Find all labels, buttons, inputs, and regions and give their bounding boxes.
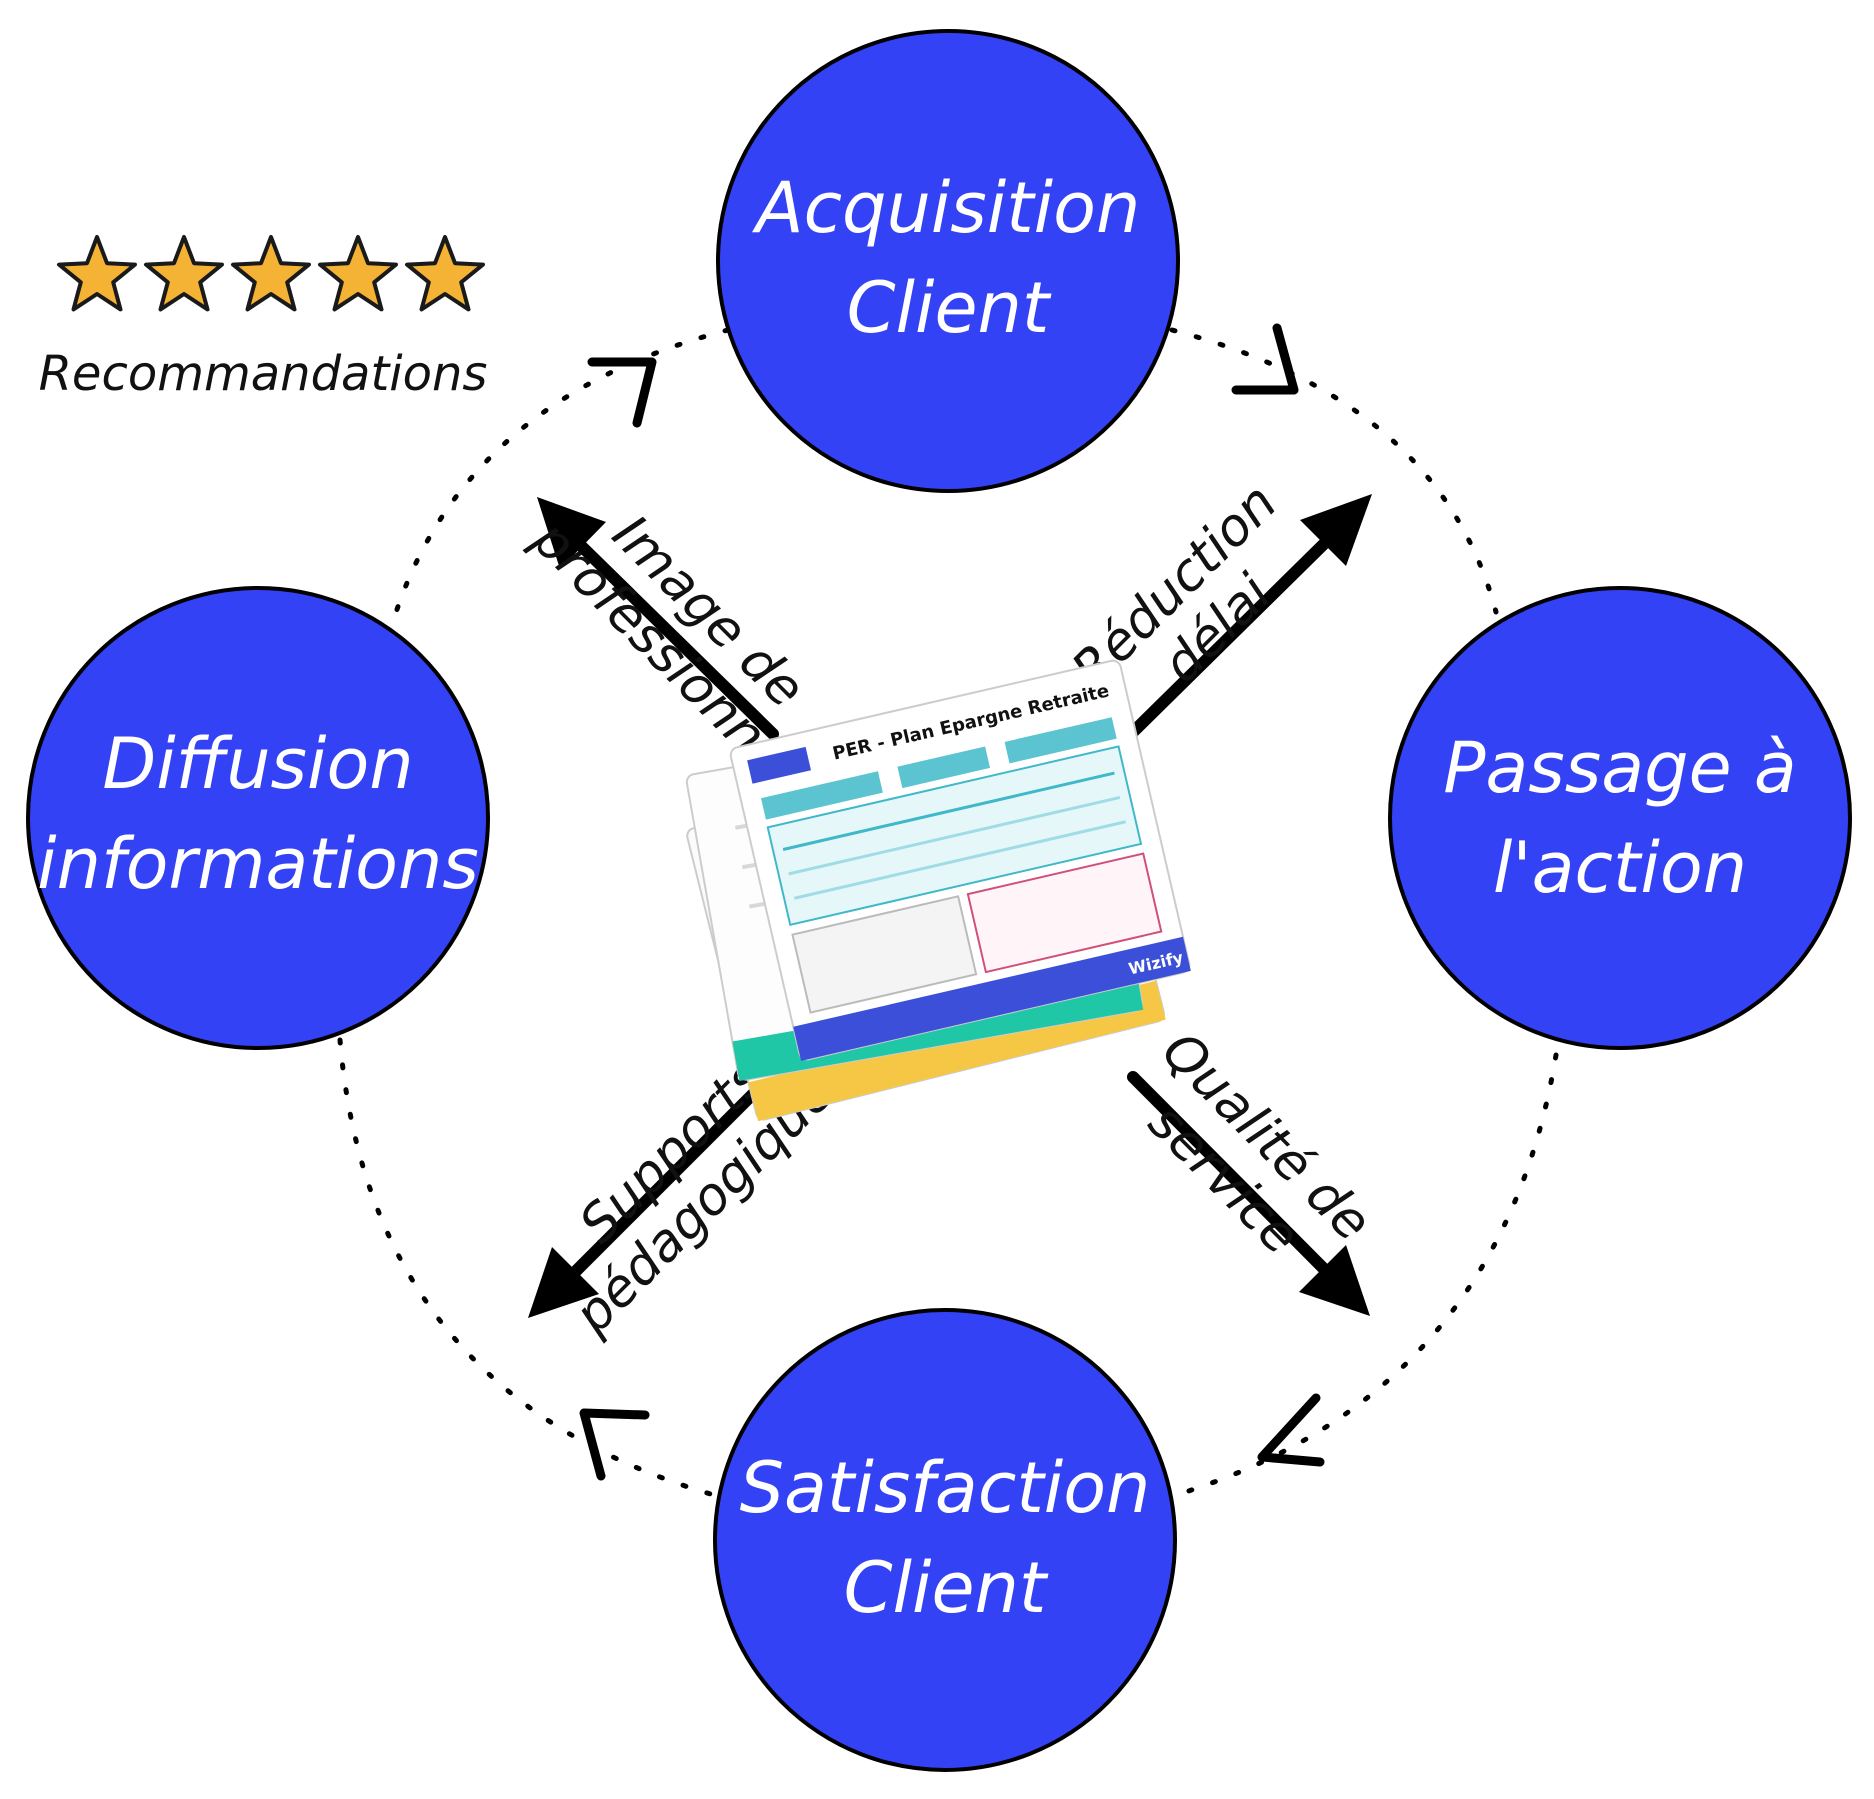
node-top: Acquisition Client: [716, 29, 1180, 493]
node-left-line-2: informations: [37, 823, 479, 905]
chevron-down-left-icon: [1257, 1393, 1325, 1467]
recommendations-label: Recommandations: [39, 346, 488, 402]
arrowhead-top-right: [1300, 494, 1372, 566]
arrow-bottom-right: [1127, 1071, 1341, 1286]
node-right: Passage à l'action: [1388, 586, 1852, 1050]
loop-arc-top-left: [389, 327, 731, 628]
rating-stars: [57, 235, 485, 312]
node-left-circle: [26, 586, 490, 1050]
node-bottom: Satisfaction Client: [713, 1308, 1177, 1772]
node-top-circle: [716, 29, 1180, 493]
document-stack-icon: PER - Plan Epargne Retraite Wizify: [685, 659, 1191, 1122]
arrow-top-left: [564, 529, 779, 740]
node-bottom-circle: [713, 1308, 1177, 1772]
arrowhead-bottom-right: [1299, 1245, 1370, 1316]
chevron-down-right-icon: [1231, 323, 1299, 395]
arrowhead-bottom-left: [528, 1247, 599, 1318]
arrow-top-right: [1125, 527, 1341, 740]
cycle-loop: [337, 323, 1559, 1498]
arrow-bottom-left: [559, 1074, 773, 1288]
node-bottom-line-2: Client: [844, 1547, 1049, 1629]
node-right-circle: [1388, 586, 1852, 1050]
star-icon: [57, 235, 137, 312]
star-icon: [144, 235, 224, 312]
chevron-up-left-icon: [579, 1408, 650, 1481]
node-right-line-2: l'action: [1493, 827, 1747, 909]
star-icon: [231, 235, 311, 312]
loop-arc-bottom-right: [1173, 1052, 1559, 1498]
node-top-line-1: Acquisition: [752, 167, 1141, 249]
node-left: Diffusion informations: [26, 586, 490, 1050]
arrowhead-top-left: [537, 497, 606, 569]
node-top-line-2: Client: [847, 267, 1052, 349]
chevron-up-right-icon: [587, 357, 657, 428]
star-icon: [318, 235, 398, 312]
node-bottom-line-1: Satisfaction: [740, 1447, 1151, 1529]
doc-blue-band: [793, 936, 1191, 1061]
node-right-line-1: Passage à: [1443, 727, 1797, 809]
star-icon: [405, 235, 485, 312]
big-arrows: [528, 494, 1372, 1318]
node-left-line-1: Diffusion: [102, 723, 413, 805]
